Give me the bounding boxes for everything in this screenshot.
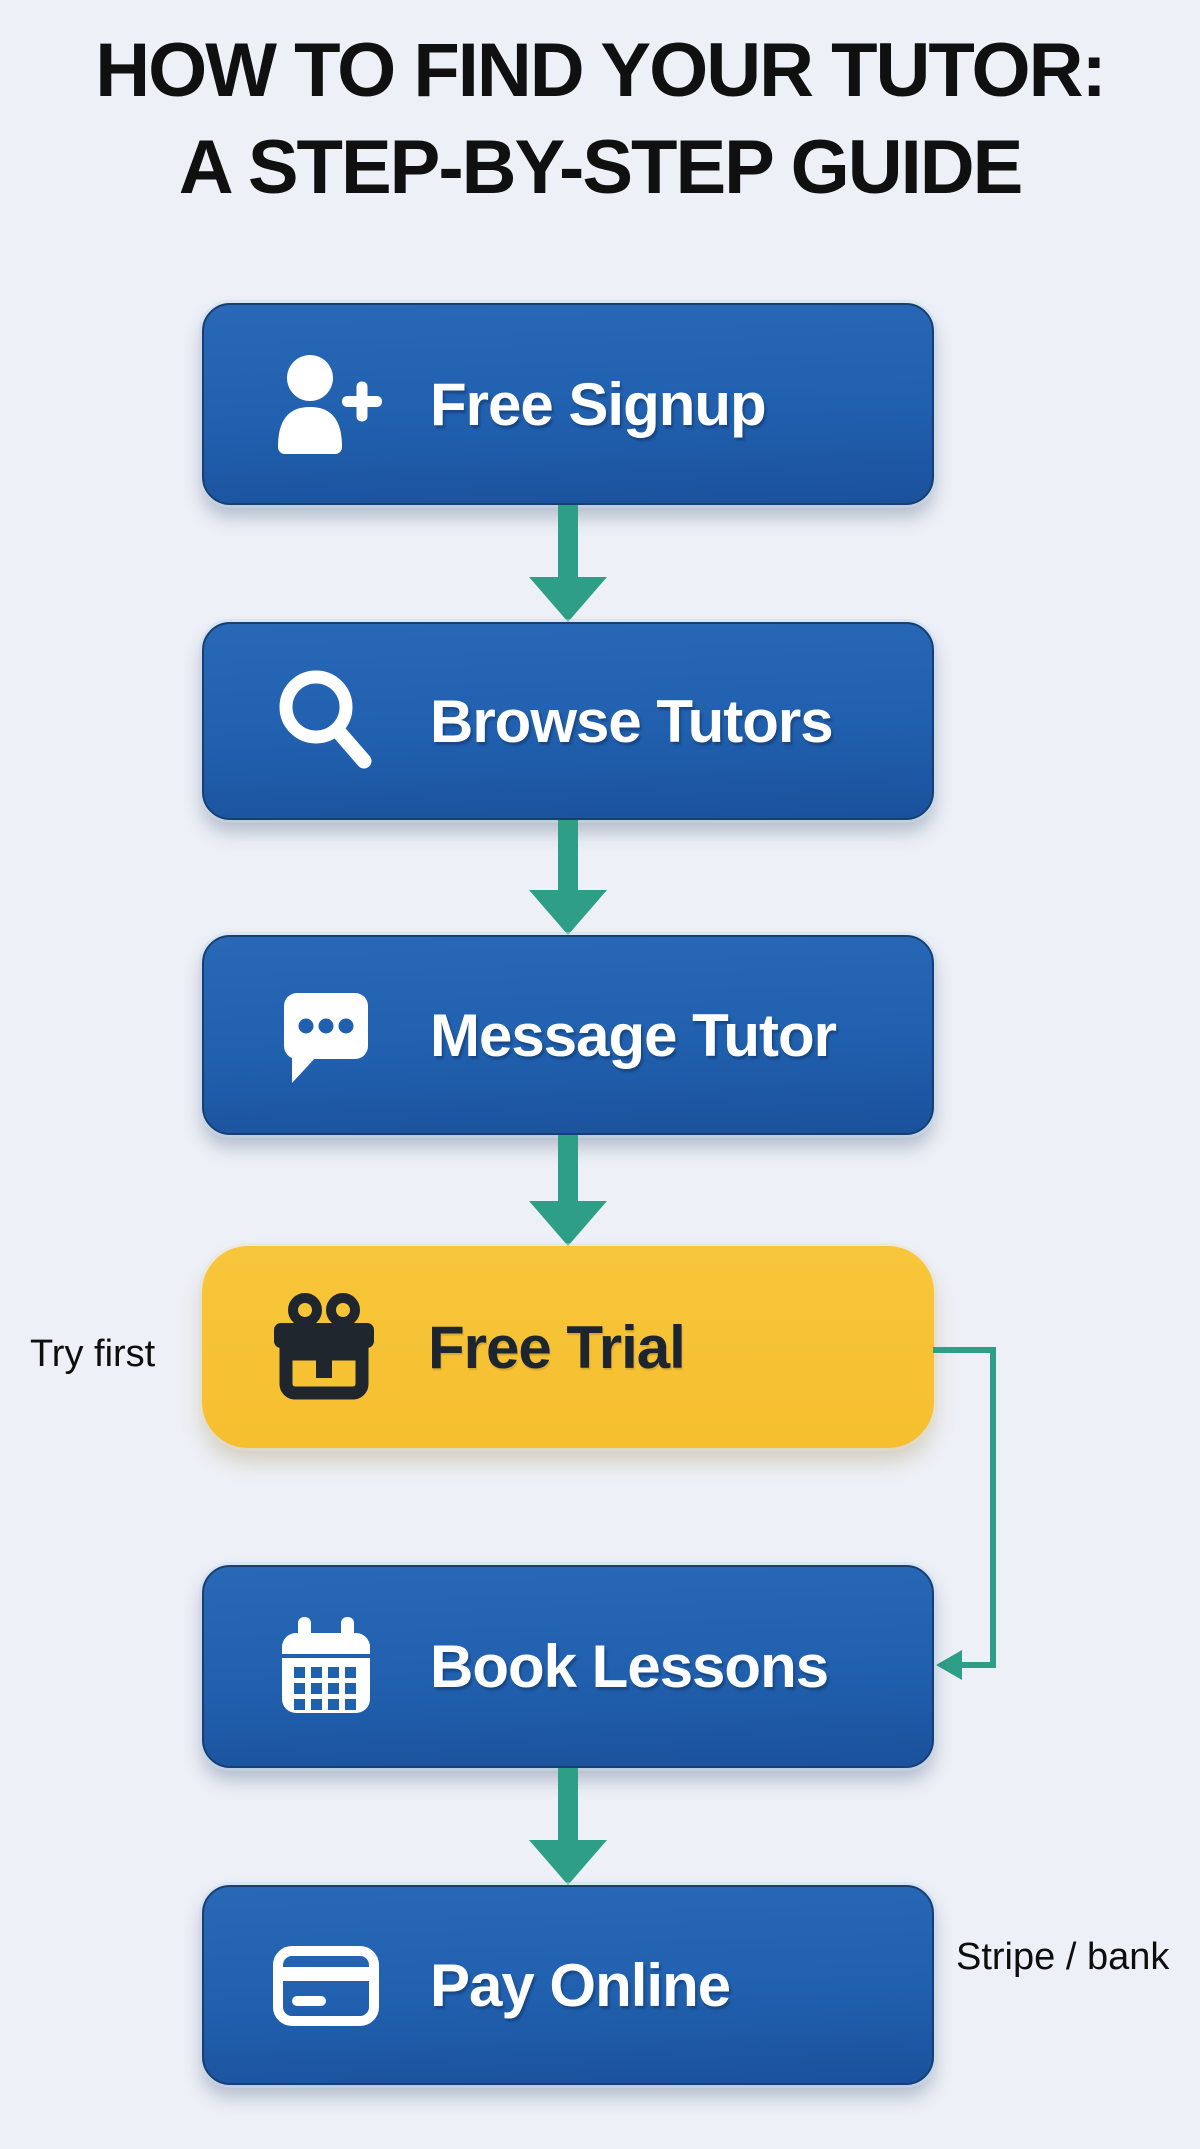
credit-card-icon — [266, 1925, 386, 2045]
annotation-try-first: Try first — [30, 1333, 156, 1375]
step-label: Book Lessons — [430, 1633, 829, 1700]
flow-arrow-down-icon — [529, 1135, 607, 1246]
step-label: Browse Tutors — [430, 687, 834, 755]
user-plus-icon — [266, 344, 386, 464]
step-free-signup: Free Signup — [202, 303, 934, 505]
step-free-trial: Free Trial — [202, 1246, 934, 1448]
step-label: Pay Online — [430, 1951, 731, 2019]
bypass-connector-arrow-icon — [933, 1347, 996, 1680]
search-icon — [266, 661, 386, 781]
annotation-stripe-bank: Stripe / bank — [956, 1936, 1170, 1978]
flow-arrow-down-icon — [529, 505, 607, 622]
page-title-line1: HOW TO FIND YOUR TUTOR: — [95, 28, 1107, 113]
flow-arrow-down-icon — [529, 820, 607, 935]
step-label: Free Trial — [428, 1313, 686, 1381]
page-title: HOW TO FIND YOUR TUTOR: A STEP-BY-STEP G… — [0, 22, 1200, 216]
step-book-lessons: Book Lessons — [202, 1565, 934, 1768]
step-message-tutor: Message Tutor — [202, 935, 934, 1135]
step-pay-online: Pay Online — [202, 1885, 934, 2085]
step-browse-tutors: Browse Tutors — [202, 622, 934, 820]
flow-arrow-down-icon — [529, 1768, 607, 1885]
step-label: Free Signup — [430, 370, 767, 438]
calendar-icon — [266, 1607, 386, 1727]
step-label: Message Tutor — [430, 1001, 837, 1069]
gift-icon — [264, 1287, 384, 1407]
chat-bubble-icon — [266, 975, 386, 1095]
page-title-line2: A STEP-BY-STEP GUIDE — [178, 125, 1024, 210]
